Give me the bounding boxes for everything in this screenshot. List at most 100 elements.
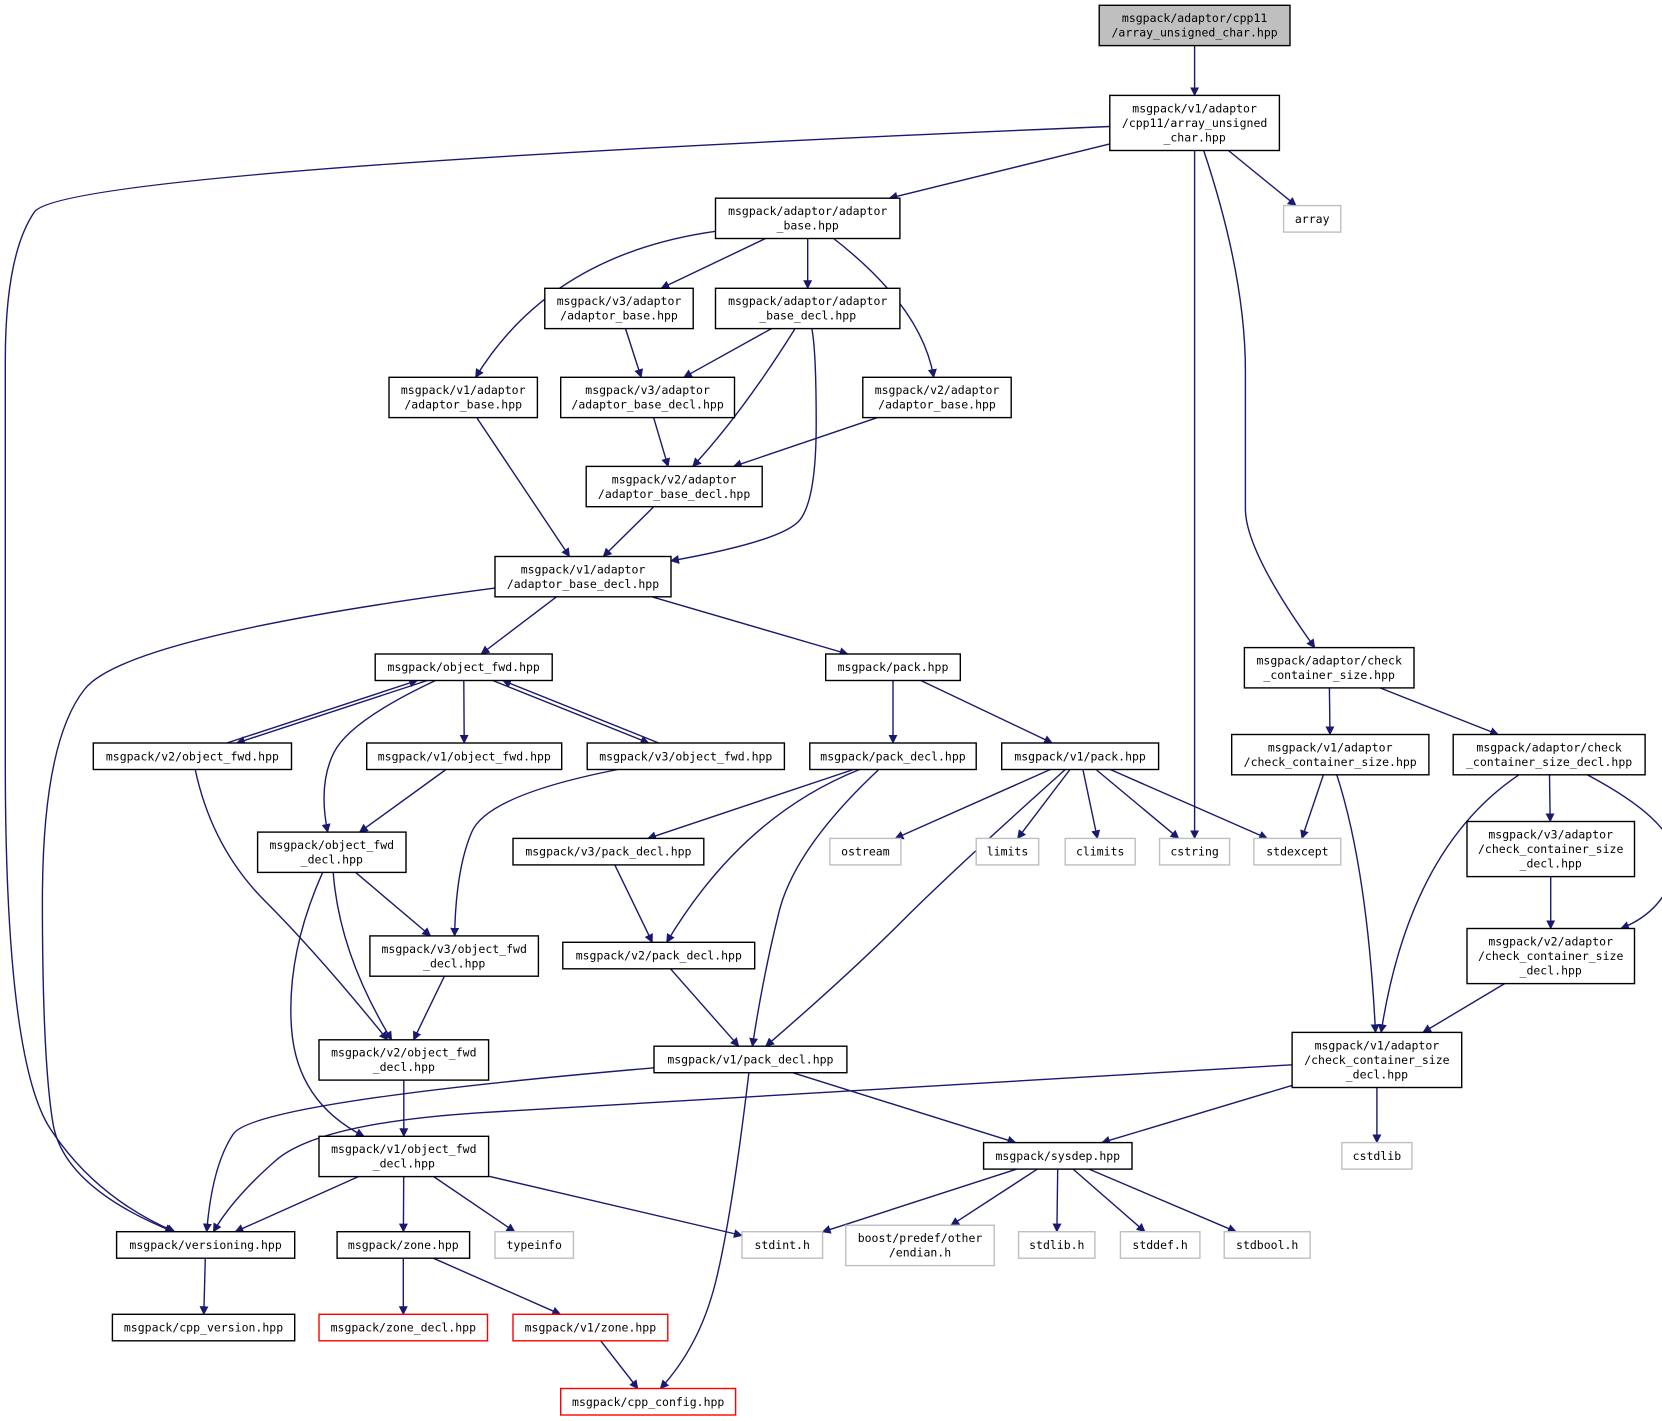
node-label-line: msgpack/v2/pack_decl.hpp <box>576 949 742 963</box>
node-stdbool: stdbool.h <box>1223 1230 1311 1259</box>
edge-v1_auc-to-ccs <box>1203 150 1316 649</box>
edge-of_decl-to-v2_ofd <box>332 872 393 1041</box>
node-label-line: stdexcept <box>1266 845 1328 859</box>
node-label-line: array <box>1295 212 1330 226</box>
edge-v3_ofd-to-v2_ofd <box>412 975 446 1041</box>
node-v2-ccsd[interactable]: msgpack/v2/adaptor/check_container_size_… <box>1466 927 1636 985</box>
node-label-line: /adaptor_base_decl.hpp <box>507 577 659 591</box>
node-label-line: msgpack/adaptor/adaptor <box>728 294 887 308</box>
node-adaptor-base[interactable]: msgpack/adaptor/adaptor_base.hpp <box>714 197 901 240</box>
edge-v1_ofd-to-typeinfo <box>433 1175 516 1233</box>
node-v1-zone[interactable]: msgpack/v1/zone.hpp <box>512 1313 669 1342</box>
node-stdexcept: stdexcept <box>1253 837 1342 866</box>
node-v1-ccs[interactable]: msgpack/v1/adaptor/check_container_size.… <box>1230 733 1430 776</box>
edge-ccs-to-v1_ccs <box>1325 687 1335 736</box>
node-label-line: msgpack/v3/object_fwd.hpp <box>599 749 772 763</box>
node-v2-of[interactable]: msgpack/v2/object_fwd.hpp <box>92 742 293 771</box>
node-label-line: msgpack/zone_decl.hpp <box>331 1321 476 1335</box>
node-v1-pd[interactable]: msgpack/v1/pack_decl.hpp <box>653 1045 848 1074</box>
node-v1-pack[interactable]: msgpack/v1/pack.hpp <box>1001 742 1160 771</box>
edge-ccs_decl-to-v1_ccsd <box>1377 774 1520 1034</box>
node-climits: climits <box>1064 837 1136 866</box>
node-versioning[interactable]: msgpack/versioning.hpp <box>115 1230 296 1259</box>
node-label-line: _decl.hpp <box>373 1157 435 1171</box>
edge-v3_pd-to-v2_pd <box>614 864 653 944</box>
node-zone[interactable]: msgpack/zone.hpp <box>336 1230 471 1259</box>
node-stdint: stdint.h <box>741 1230 824 1259</box>
edge-sysdep-to-stdlib <box>1052 1169 1062 1233</box>
node-label-line: /check_container_size <box>1478 842 1623 856</box>
edge-v1_ccs-to-v1_ccsd <box>1336 774 1380 1034</box>
node-v3-abd[interactable]: msgpack/v3/adaptor/adaptor_base_decl.hpp <box>560 376 736 419</box>
node-v3-of[interactable]: msgpack/v3/object_fwd.hpp <box>586 742 786 771</box>
node-cpp-config[interactable]: msgpack/cpp_config.hpp <box>560 1387 737 1416</box>
node-ccs-decl[interactable]: msgpack/adaptor/check_container_size_dec… <box>1452 733 1646 776</box>
node-label-line: stdlib.h <box>1029 1238 1084 1252</box>
node-pack-decl[interactable]: msgpack/pack_decl.hpp <box>809 742 977 771</box>
node-pack[interactable]: msgpack/pack.hpp <box>825 653 962 682</box>
edge-ccs_decl-to-v3_ccsd <box>1545 774 1555 823</box>
node-array: array <box>1282 204 1342 233</box>
node-label-line: msgpack/v2/adaptor <box>1488 935 1613 949</box>
node-label-line: msgpack/v1/object_fwd.hpp <box>378 749 551 763</box>
node-v2-abd[interactable]: msgpack/v2/adaptor/adaptor_base_decl.hpp <box>585 465 763 508</box>
node-v1-auc[interactable]: msgpack/v1/adaptor/cpp11/array_unsigned_… <box>1109 94 1281 152</box>
node-v1-of[interactable]: msgpack/v1/object_fwd.hpp <box>366 742 563 771</box>
edge-v1_pack-to-v1_pd <box>765 768 1066 1047</box>
node-label-line: msgpack/adaptor/check <box>1476 740 1621 754</box>
node-label-line: _decl.hpp <box>1520 857 1582 871</box>
node-sysdep[interactable]: msgpack/sysdep.hpp <box>982 1141 1133 1170</box>
node-v1-ofd[interactable]: msgpack/v1/object_fwd_decl.hpp <box>318 1135 490 1178</box>
edge-adaptor_base-to-v1_ab <box>475 230 716 379</box>
node-v3-pd[interactable]: msgpack/v3/pack_decl.hpp <box>512 837 705 866</box>
edge-v3_of-to-object_fwd <box>501 679 659 744</box>
node-label-line: msgpack/v3/adaptor <box>557 294 682 308</box>
node-root[interactable]: msgpack/adaptor/cpp11/array_unsigned_cha… <box>1098 4 1291 47</box>
node-v3-ccsd[interactable]: msgpack/v3/adaptor/check_container_size_… <box>1466 820 1636 878</box>
edge-ab_decl-to-v2_abd <box>692 328 796 468</box>
edge-v1_of-to-of_decl <box>358 768 447 833</box>
node-label-line: msgpack/v3/object_fwd <box>381 942 526 956</box>
node-label-line: _decl.hpp <box>1346 1067 1408 1081</box>
edge-versioning-to-cpp_version <box>199 1258 209 1316</box>
edge-sysdep-to-stdint <box>821 1168 1018 1234</box>
node-label-line: msgpack/pack.hpp <box>838 660 949 674</box>
node-v1-abd[interactable]: msgpack/v1/adaptor/adaptor_base_decl.hpp <box>494 555 672 598</box>
node-label-line: msgpack/v2/adaptor <box>875 383 1000 397</box>
edge-v1_abd-to-object_fwd <box>480 596 557 655</box>
edge-v1_abd-to-versioning <box>41 587 496 1233</box>
node-label-line: _decl.hpp <box>423 956 485 970</box>
node-ab-decl[interactable]: msgpack/adaptor/adaptor_base_decl.hpp <box>714 287 901 330</box>
node-label-line: ostream <box>841 845 890 859</box>
edge-v1_auc-to-array <box>1227 149 1297 207</box>
node-label-line: /adaptor_base.hpp <box>404 398 522 412</box>
node-label-line: _base_decl.hpp <box>759 309 856 323</box>
node-v2-ofd[interactable]: msgpack/v2/object_fwd_decl.hpp <box>318 1039 490 1081</box>
node-label-line: stdint.h <box>755 1238 810 1252</box>
node-label-line: /array_unsigned_char.hpp <box>1112 26 1278 40</box>
node-of-decl[interactable]: msgpack/object_fwd_decl.hpp <box>256 831 407 874</box>
node-v1-ccsd[interactable]: msgpack/v1/adaptor/check_container_size_… <box>1291 1031 1463 1089</box>
node-ccs[interactable]: msgpack/adaptor/check_container_size.hpp <box>1243 646 1415 689</box>
edge-v1_pack-to-climits <box>1082 769 1101 840</box>
edge-adaptor_base-to-v2_ab <box>833 237 937 379</box>
edge-v1_ccsd-to-versioning <box>212 1064 1293 1233</box>
edge-v2_of-to-v2_ofd <box>194 769 389 1041</box>
node-zone-decl[interactable]: msgpack/zone_decl.hpp <box>318 1313 489 1342</box>
node-label-line: /check_container_size <box>1304 1053 1449 1067</box>
node-label-line: msgpack/v1/zone.hpp <box>525 1321 657 1335</box>
edge-ab_decl-to-v1_abd <box>670 328 817 564</box>
node-v1-ab[interactable]: msgpack/v1/adaptor/adaptor_base.hpp <box>388 376 539 419</box>
edge-v1_ofd-to-versioning <box>234 1175 359 1233</box>
node-v2-ab[interactable]: msgpack/v2/adaptor/adaptor_base.hpp <box>862 376 1012 419</box>
edge-v2_ccsd-to-v1_ccsd <box>1422 982 1505 1034</box>
node-object-fwd[interactable]: msgpack/object_fwd.hpp <box>374 653 553 682</box>
edge-v1_auc-to-versioning <box>4 125 1110 1233</box>
node-label-line: msgpack/v2/adaptor <box>612 472 737 486</box>
node-v3-ofd[interactable]: msgpack/v3/object_fwd_decl.hpp <box>369 935 540 977</box>
node-cpp-version[interactable]: msgpack/cpp_version.hpp <box>111 1313 296 1342</box>
node-v2-pd[interactable]: msgpack/v2/pack_decl.hpp <box>562 941 756 970</box>
edge-adaptor_base-to-v3_ab <box>660 237 766 289</box>
node-v3-ab[interactable]: msgpack/v3/adaptor/adaptor_base.hpp <box>544 287 694 330</box>
node-label-line: msgpack/pack_decl.hpp <box>820 749 965 763</box>
